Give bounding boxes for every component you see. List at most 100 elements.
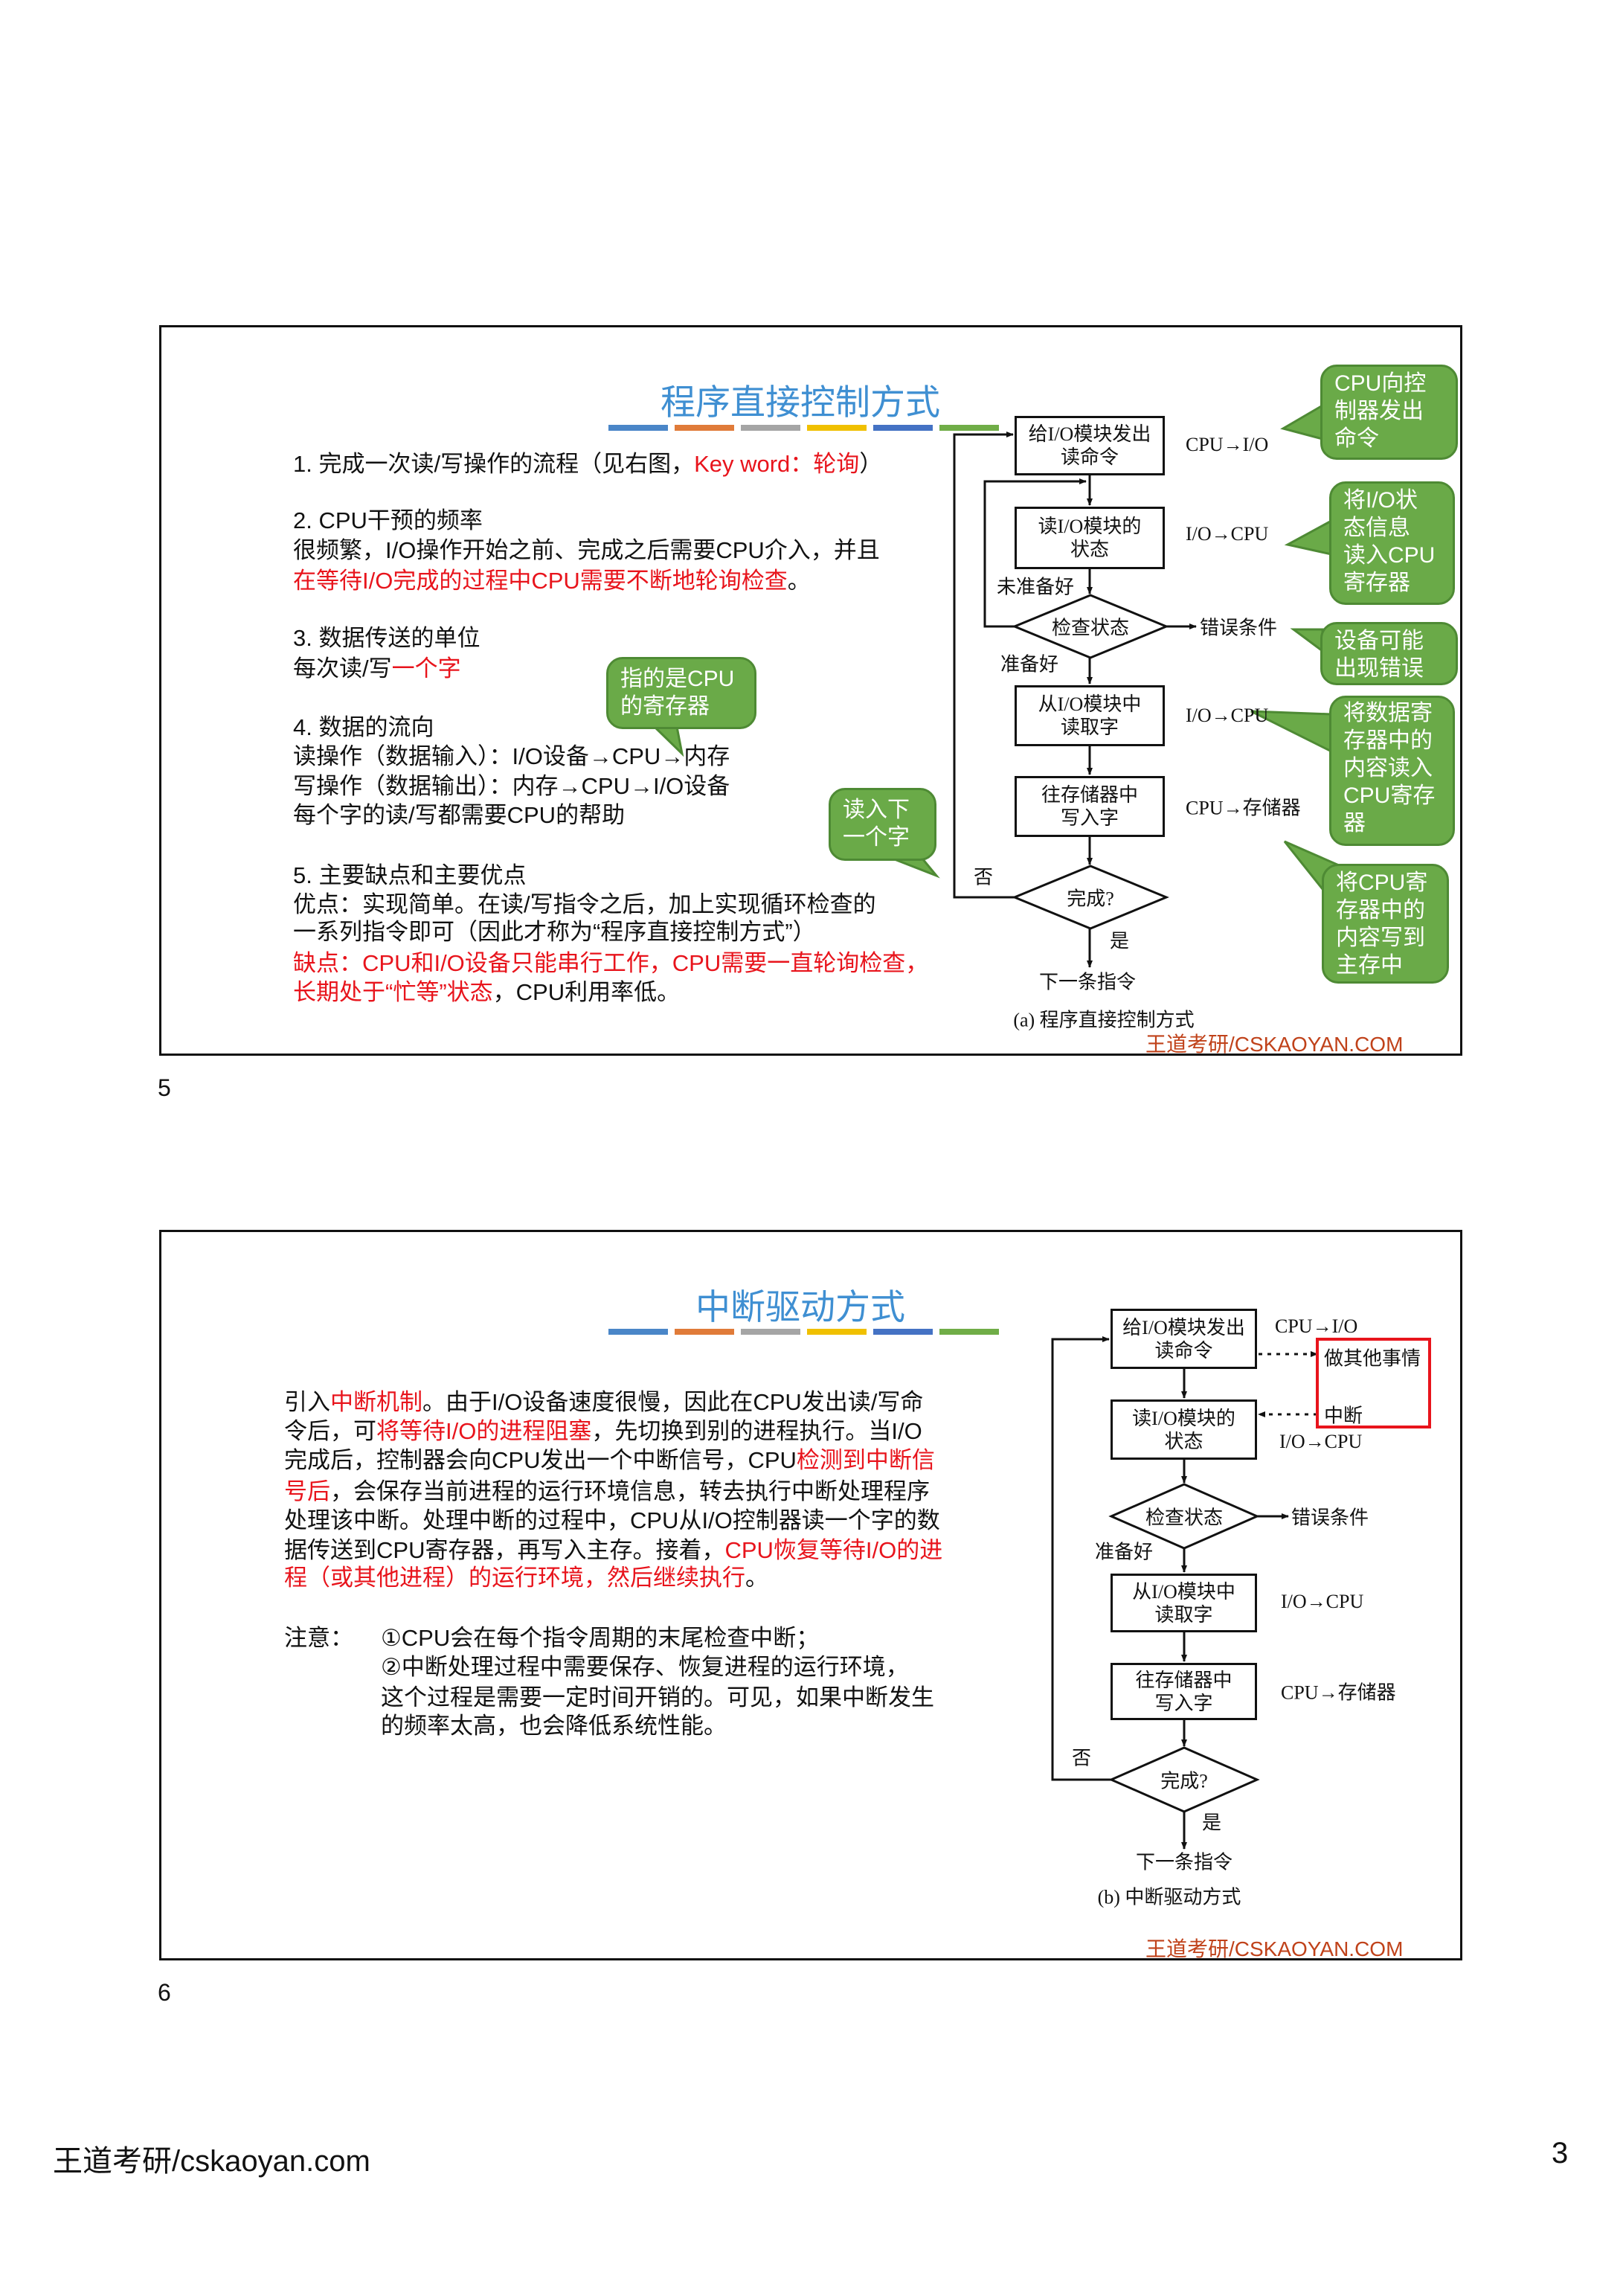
brand-logo-text: 王道考研/CSKAOYAN.COM [1145,1033,1404,1056]
text-segment: 优点：实现简单。在读/写指令之后，加上实现循环检查的 [293,891,876,917]
callout-text: 器 [1343,811,1366,836]
highlighted-text: CPU恢复等待I/O的进 [724,1537,943,1563]
callout-text: 读入CPU [1343,543,1436,568]
callout-text: 一个字 [843,825,910,850]
box-text: 往存储器中 [1041,784,1138,806]
text-line: 读操作（数据输入）：I/O设备→CPU→内存 [293,742,730,772]
write-memory-box: 往存储器中写入字 [1111,1663,1257,1720]
brand-logo-text: 王道考研/CSKAOYAN.COM [1145,1937,1404,1960]
interrupt-label: 中断 [1324,1405,1363,1427]
text-segment: 令后，可 [284,1418,376,1444]
callout-text: 存器中的 [1336,898,1425,923]
callout-text: 内容读入 [1343,756,1433,780]
slide-5-title: 程序直接控制方式 [661,382,940,422]
slide-5 [159,325,1462,1056]
text-segment: ） [859,451,883,477]
text-segment: 5. 主要缺点和主要优点 [293,862,527,888]
box-text: 读I/O模块的 [1038,516,1142,537]
box-text: 从I/O模块中 [1038,693,1142,715]
text-segment: 引入 [284,1389,330,1415]
highlighted-text: 长期处于“忙等”状态 [293,979,493,1005]
highlighted-text: Key word：轮询 [694,451,860,477]
side-label: I/O→CPU [1186,523,1269,545]
color-bar-segment [675,1329,734,1335]
error-condition-label: 错误条件 [1200,617,1278,639]
highlighted-text: 检测到中断信 [796,1447,935,1473]
callout-text: 将I/O状 [1343,488,1418,513]
issue-read-command-box: 给I/O模块发出读命令 [1015,416,1165,475]
text-line: 缺点：CPU和I/O设备只能串行工作，CPU需要一直轮询检查， [293,949,928,978]
box-text: 读I/O模块的 [1132,1407,1235,1429]
highlighted-text: 缺点：CPU和I/O设备只能串行工作，CPU需要一直轮询检查， [293,950,929,976]
color-bar-segment [608,425,668,431]
side-label: CPU→I/O [1186,434,1269,455]
box-text: 给I/O模块发出 [1122,1316,1245,1338]
text-segment: ，先切换到别的进程执行。当I/O [591,1418,922,1444]
done-diamond [1012,865,1169,930]
text-line: 1. 完成一次读/写操作的流程（见右图，Key word：轮询） [293,449,882,479]
color-bar-segment [939,425,999,431]
box-text: 往存储器中 [1135,1669,1232,1691]
text-line: 写操作（数据输出）：内存→CPU→I/O设备 [293,772,730,801]
callout-bubble: 将CPU寄存器中的内容写到主存中 [1322,864,1449,984]
done-label: 完成? [1067,888,1114,910]
error-condition-label: 错误条件 [1291,1507,1369,1529]
box-text: 读命令 [1060,446,1119,468]
text-line: 3. 数据传送的单位 [293,623,480,653]
box-text: 写入字 [1060,807,1119,829]
color-bar-segment [741,425,800,431]
text-line: 处理该中断。处理中断的过程中，CPU从I/O控制器读一个字的数 [284,1506,940,1536]
text-segment: 据传送到CPU寄存器，再写入主存。接着， [284,1537,725,1563]
check-status-label: 检查状态 [1051,617,1130,639]
slide-number: 6 [158,1979,171,2006]
color-bar-segment [939,1329,999,1335]
ready-label: 准备好 [1094,1541,1154,1563]
side-label: I/O→CPU [1186,705,1269,726]
text-segment: 每次读/写 [293,655,392,682]
text-line: 引入中断机制。由于I/O设备速度很慢，因此在CPU发出读/写命 [284,1388,923,1417]
yes-label: 是 [1109,930,1130,952]
text-segment: 。 [745,1565,768,1591]
text-segment: 写操作（数据输出）：内存→CPU→I/O设备 [293,773,730,799]
read-status-box: 读I/O模块的状态 [1015,507,1165,569]
color-bar-segment [675,425,734,431]
text-line: 每个字的读/写都需要CPU的帮助 [293,801,625,830]
ready-label: 准备好 [1000,653,1059,676]
yes-label: 是 [1201,1812,1222,1834]
callout-bubble: 设备可能出现错误 [1320,622,1458,685]
figure-caption: (b) 中断驱动方式 [1097,1886,1241,1908]
next-instruction-label: 下一条指令 [1038,971,1137,993]
highlighted-text: 在等待I/O完成的过程中CPU需要不断地轮询检查 [293,568,788,594]
not-ready-label: 未准备好 [996,576,1075,598]
read-word-box: 从I/O模块中读取字 [1111,1574,1257,1632]
note-line: 的频率太高，也会降低系统性能。 [381,1713,727,1739]
callout-bubble: CPU向控制器发出命令 [1320,365,1458,460]
callout-text: 制器发出 [1334,399,1424,423]
text-line: 长期处于“忙等”状态，CPU利用率低。 [293,978,680,1007]
color-bar-segment [608,1329,668,1335]
side-label: CPU→存储器 [1281,1681,1396,1704]
highlighted-text: 号后 [284,1478,330,1504]
text-line: 一系列指令即可（因此才称为“程序直接控制方式”） [293,917,816,947]
done-label: 完成? [1160,1770,1208,1792]
callout-text: 存器中的 [1343,728,1433,753]
text-segment: 处理该中断。处理中断的过程中，CPU从I/O控制器读一个字的数 [284,1507,940,1533]
text-segment: 很频繁，I/O操作开始之前、完成之后需要CPU介入，并且 [293,537,880,563]
text-line: 4. 数据的流向 [293,713,434,743]
slide-6-title: 中断驱动方式 [695,1287,905,1327]
highlighted-text: 中断机制 [330,1389,422,1415]
no-label: 否 [973,866,994,888]
callout-text: 的寄存器 [620,694,710,719]
box-text: 给I/O模块发出 [1028,423,1151,445]
text-line: 据传送到CPU寄存器，再写入主存。接着，CPU恢复等待I/O的进 [284,1536,942,1565]
side-label: I/O→CPU [1279,1431,1363,1452]
highlight-box [1316,1338,1431,1428]
note-line: 这个过程是需要一定时间开销的。可见，如果中断发生 [381,1684,934,1710]
side-label: CPU→存储器 [1186,797,1301,819]
footer-site: 王道考研/cskaoyan.com [53,2145,370,2178]
note-line: ②中断处理过程中需要保存、恢复进程的运行环境， [381,1654,909,1680]
callout-text: 寄存器 [1343,571,1410,595]
text-segment: 。 [787,568,811,594]
callout-text: 指的是CPU [620,667,735,691]
